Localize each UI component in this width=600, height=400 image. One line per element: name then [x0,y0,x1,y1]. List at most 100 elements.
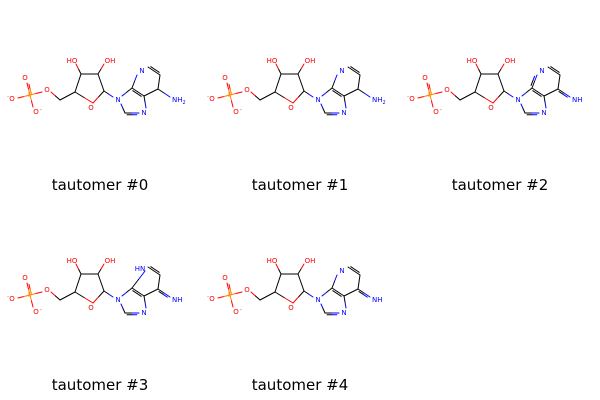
ring-bond [321,291,328,297]
ring-double-bond [347,266,355,272]
phosphate-bond [23,94,31,97]
ring-double-bond [153,70,161,76]
phosphate-bond [217,96,225,99]
ring-double-bond [550,66,556,71]
imine-double-bond [562,93,568,98]
ring-double-bond [354,69,360,73]
glycosidic-bond [108,93,114,98]
glycosidic-bond [103,90,109,95]
ring-bond [343,295,346,303]
ring-bond [274,91,285,98]
nitrogen-label: N [339,267,344,275]
phosphorus-label: P [28,91,32,99]
phosphorus-label: P [228,291,232,299]
ring-double-bond [354,269,360,273]
glycosidic-bond [103,290,109,295]
nitrogen-h-label: HN [135,265,146,273]
ring-oxygen-label: O [88,304,94,312]
ring-bond [492,96,499,104]
ring-bond [357,281,360,290]
ring-bond [283,297,294,304]
phosphate-bond [223,94,231,97]
phosphorus-label: P [28,291,32,299]
nitrogen-label: N [141,309,146,317]
hydroxyl-bond [100,63,105,70]
ring-double-bond [137,91,145,97]
ring-double-bond [350,266,356,271]
ring-double-bond [132,90,138,94]
hydroxyl-bond [478,68,482,75]
ring-bond [144,101,147,109]
ring-bond [131,81,135,89]
ring-bond [322,108,326,114]
nitrogen-label: N [339,67,344,75]
ring-bond [522,108,526,114]
ring-double-bond [347,66,355,72]
hydroxyl-label: OH [105,257,116,265]
imine-double-bond [563,92,571,98]
ring-bond [143,92,152,97]
ester-bond [255,295,261,301]
ester-bond [50,91,56,97]
phosphate-double-bond [26,82,29,90]
hydroxyl-bond [78,268,82,275]
amine-subscript: 2 [183,100,186,106]
amine-label: NH2 [372,96,386,106]
ring-bond [143,295,146,303]
ring-bond [344,301,347,309]
ring-bond [350,88,359,93]
ester-oxygen-label: O [44,286,50,294]
chain-bond [67,291,76,297]
ring-bond [277,273,282,284]
imine-double-bond [363,292,371,298]
ring-bond [97,273,102,283]
ring-double-bond [137,291,145,297]
ring-bond [120,103,124,109]
ring-double-bond [547,66,555,72]
ester-bond [250,291,256,297]
ring-bond [526,87,533,93]
oxygen-anion-label: O [33,308,39,316]
phosphate-bond [431,100,434,108]
ring-bond [331,81,335,89]
ring-double-bond [136,92,142,97]
ring-bond [283,97,294,104]
ring-bond [274,291,285,298]
tautomer-legend: tautomer #0 [51,176,149,194]
hydroxyl-label: OH [105,57,116,65]
glycosidic-bond [503,90,509,95]
hydroxyl-bond [300,63,305,70]
imine-double-bond [357,288,365,294]
ring-bond [74,282,79,293]
ring-double-bond [531,81,535,89]
nitrogen-label: N [315,96,320,104]
phosphate-double-bond [228,88,231,96]
phosphate-double-bond [229,88,232,94]
ring-bond [544,101,547,109]
ring-bond [297,273,302,283]
nitrogen-label: N [341,109,346,117]
imine-double-bond [362,293,368,298]
ring-double-bond [534,74,538,82]
ring-bond [157,281,160,290]
ester-oxygen-label: O [44,86,50,94]
ring-bond [134,74,138,82]
oxygen-anion-label: O [9,95,15,103]
chain-bond [59,295,68,301]
ring-bond [298,290,305,298]
ester-oxygen-label: O [244,286,250,294]
hydroxyl-label: HO [467,57,478,65]
hydroxyl-bond [300,263,305,270]
chain-bond [267,291,276,297]
phosphate-bond [35,291,43,294]
nitrogen-label: N [141,109,146,117]
ring-bond [320,303,324,309]
ring-bond [297,73,302,83]
chain-bond [459,95,468,101]
ring-bond [150,288,159,293]
ring-bond [498,90,505,98]
